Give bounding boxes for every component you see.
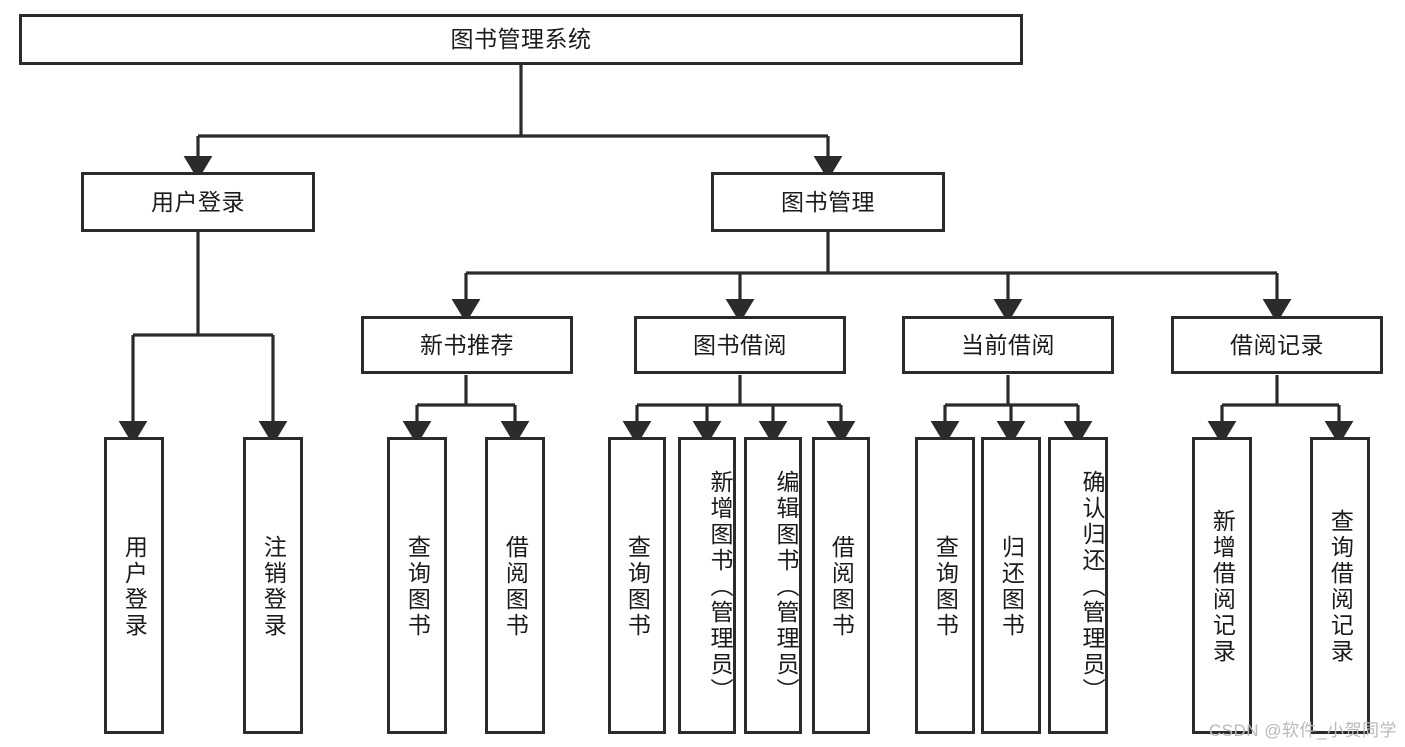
node-label: 查询图书	[404, 534, 431, 639]
leaf-current-query-books[interactable]: 查询图书	[915, 437, 975, 734]
node-label: 查询图书	[624, 534, 651, 639]
node-label: 图书管理	[781, 188, 875, 215]
leaf-borrow-edit-book-admin[interactable]: 编辑图书（管理员）	[744, 437, 802, 734]
node-label: 用户登录	[121, 534, 148, 639]
leaf-current-confirm-return-admin[interactable]: 确认归还（管理员）	[1048, 437, 1108, 734]
node-book-borrowing[interactable]: 图书借阅	[634, 316, 846, 374]
leaf-new-book-borrow-books[interactable]: 借阅图书	[485, 437, 545, 734]
leaf-records-add-record[interactable]: 新增借阅记录	[1192, 437, 1252, 734]
node-label: 借阅图书	[828, 534, 855, 639]
leaf-borrow-query-books[interactable]: 查询图书	[608, 437, 666, 734]
leaf-current-return-books[interactable]: 归还图书	[981, 437, 1041, 734]
leaf-user-login-login[interactable]: 用户登录	[104, 437, 164, 734]
node-user-login[interactable]: 用户登录	[81, 172, 315, 232]
watermark-text: CSDN @软件_小贺同学	[1208, 721, 1397, 740]
leaf-borrow-add-book-admin[interactable]: 新增图书（管理员）	[678, 437, 736, 734]
node-label: 确认归还（管理员）	[1079, 469, 1105, 704]
node-label: 新书推荐	[420, 331, 514, 358]
leaf-records-query-record[interactable]: 查询借阅记录	[1310, 437, 1370, 734]
node-label: 借阅图书	[502, 534, 529, 639]
node-label: 查询借阅记录	[1327, 508, 1354, 665]
node-label: 新增图书（管理员）	[707, 469, 733, 704]
leaf-user-login-logout[interactable]: 注销登录	[243, 437, 303, 734]
node-current-borrowing[interactable]: 当前借阅	[902, 316, 1114, 374]
node-label: 注销登录	[260, 534, 287, 639]
node-label: 用户登录	[151, 188, 245, 215]
node-label: 图书管理系统	[450, 26, 592, 53]
node-label: 新增借阅记录	[1209, 508, 1236, 665]
node-borrowing-records[interactable]: 借阅记录	[1171, 316, 1383, 374]
leaf-borrow-borrow-books[interactable]: 借阅图书	[812, 437, 870, 734]
node-book-management[interactable]: 图书管理	[711, 172, 945, 232]
node-label: 图书借阅	[693, 331, 787, 358]
node-new-book-recommendation[interactable]: 新书推荐	[361, 316, 573, 374]
leaf-new-book-query-books[interactable]: 查询图书	[387, 437, 447, 734]
node-label: 查询图书	[932, 534, 959, 639]
node-label: 借阅记录	[1230, 331, 1324, 358]
node-root-book-management-system[interactable]: 图书管理系统	[19, 14, 1023, 65]
node-label: 编辑图书（管理员）	[773, 469, 799, 704]
node-label: 当前借阅	[961, 331, 1055, 358]
node-label: 归还图书	[998, 534, 1025, 639]
